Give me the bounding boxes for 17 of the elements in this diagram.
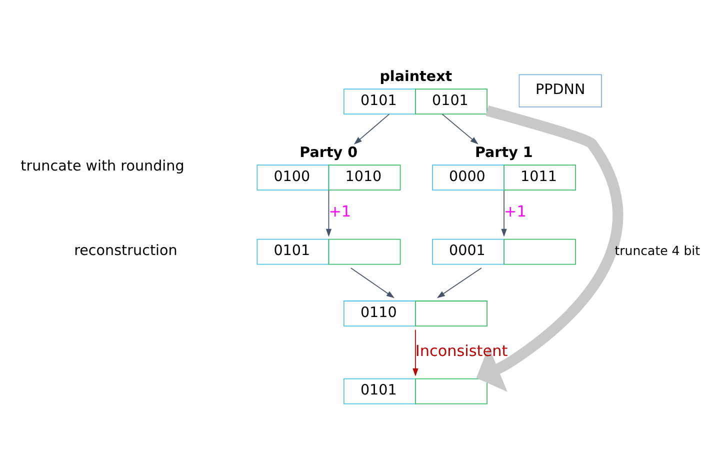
node-box: PPDNN: [518, 74, 602, 107]
edge-label: +1: [504, 202, 526, 220]
node-label: Party 0: [300, 144, 358, 160]
label: reconstruction: [74, 242, 178, 259]
node-label: Party 1: [474, 144, 533, 160]
label: truncate with rounding: [20, 158, 184, 174]
arrow: [442, 113, 478, 144]
arrow: [412, 328, 418, 376]
arrow: [354, 113, 390, 144]
node-label: plaintext: [380, 68, 452, 84]
arrow: [436, 267, 482, 298]
edge-label: +1: [328, 202, 352, 220]
edge-label: Inconsistent: [415, 342, 508, 360]
edge-label: truncate 4 bit: [614, 242, 700, 258]
arrow: [326, 190, 332, 236]
arrow: [350, 267, 395, 298]
arrow: [501, 190, 507, 236]
